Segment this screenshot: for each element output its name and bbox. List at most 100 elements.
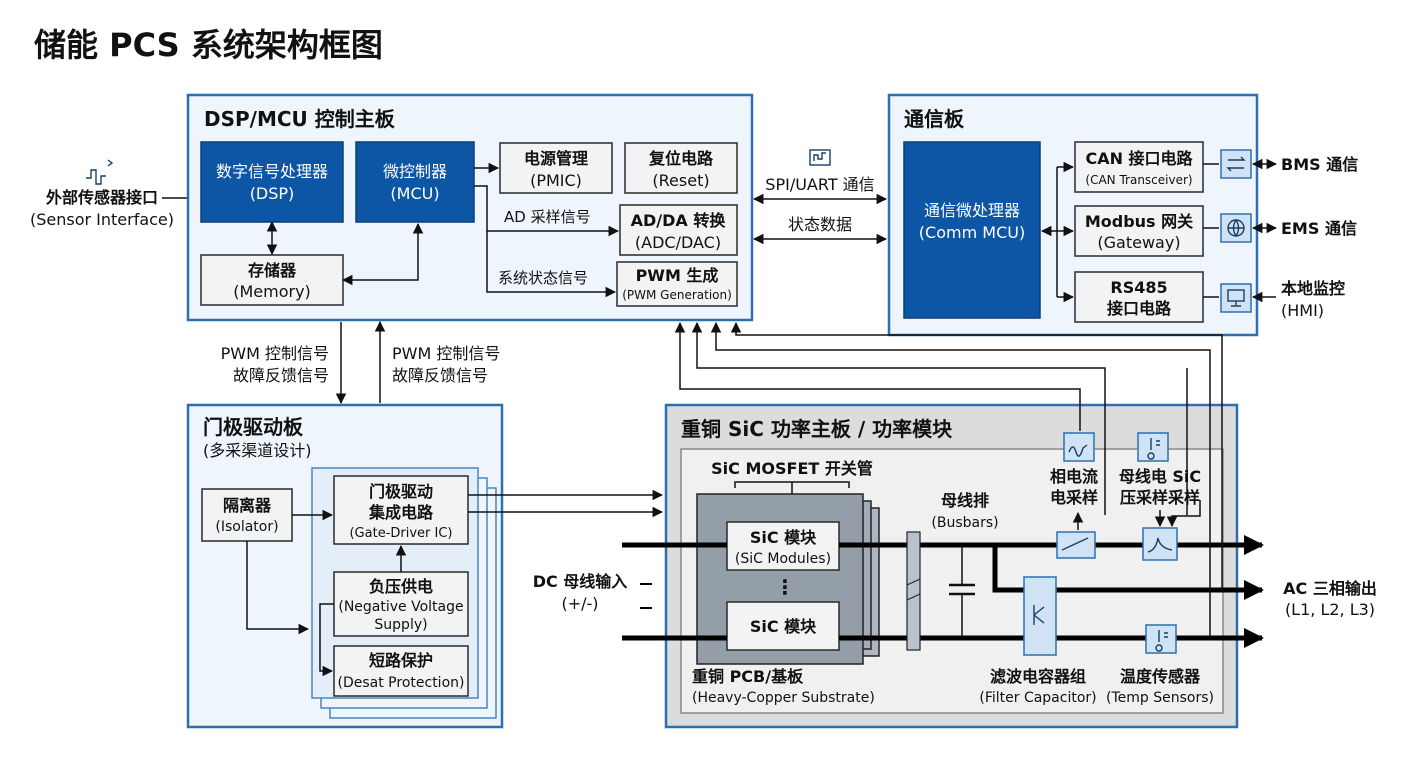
pwm-right-line2: 故障反馈信号 — [392, 366, 488, 385]
current-sense-line1: 相电流 — [1050, 467, 1098, 486]
voltage-sense-line1: 母线电 SiC — [1119, 467, 1201, 486]
comm-mcu-label: 通信微处理器 — [924, 201, 1020, 220]
pmic-block — [499, 142, 613, 194]
hmi-sub: (HMI) — [1281, 301, 1324, 320]
rs485-sub: 接口电路 — [1107, 299, 1172, 318]
isolator-to-desat — [246, 541, 310, 635]
modbus-label: Modbus 网关 — [1085, 212, 1193, 231]
rs485-block — [1074, 271, 1204, 323]
pcb-label: 重铜 PCB/基板 — [692, 667, 804, 686]
dsp-label: 数字信号处理器 — [216, 162, 328, 181]
negative-supply-sub2: Supply) — [374, 617, 427, 633]
dsp-block — [200, 141, 344, 223]
negative-supply-label: 负压供电 — [369, 577, 433, 596]
busbars-label: 母线排 — [941, 491, 989, 510]
page-title: 储能 PCS 系统架构框图 — [34, 26, 383, 64]
adc-label: AD/DA 转换 — [631, 211, 727, 230]
reset-label: 复位电路 — [648, 149, 714, 168]
mcu-block — [355, 141, 475, 223]
isolator-sub: (Isolator) — [215, 519, 278, 535]
gate-driver-sub: (Gate-Driver IC) — [349, 526, 452, 541]
gate-driver-label2: 集成电路 — [368, 503, 434, 522]
pwm-right-line1: PWM 控制信号 — [392, 344, 500, 363]
bms-label: BMS 通信 — [1281, 155, 1358, 174]
sensor-interface-label: 外部传感器接口 — [45, 188, 158, 207]
ems-label: EMS 通信 — [1281, 219, 1357, 238]
can-block — [1074, 141, 1204, 193]
pmic-label: 电源管理 — [524, 149, 588, 168]
negative-supply-sub1: (Negative Voltage — [338, 599, 463, 615]
pwm-sub: (PWM Generation) — [622, 288, 732, 302]
supply-to-desat — [319, 603, 334, 677]
temp-sensor-label: 温度传感器 — [1119, 667, 1201, 686]
status-signal-label: 系统状态信号 — [498, 269, 588, 287]
dc-input-sub: (+/-) — [561, 594, 598, 613]
mcu-sub: (MCU) — [390, 184, 439, 203]
pwm-label: PWM 生成 — [636, 266, 719, 285]
adc-sub: (ADC/DAC) — [635, 233, 721, 252]
sic-module-2-label: SiC 模块 — [750, 617, 817, 636]
isolator-label: 隔离器 — [223, 496, 272, 515]
sic-module-1-label: SiC 模块 — [750, 528, 817, 547]
modbus-block — [1074, 205, 1204, 257]
memory-mcu-link — [341, 222, 424, 286]
mcu-adc-arrow — [474, 185, 620, 237]
status-data-label: 状态数据 — [788, 215, 852, 234]
phase-switch-block — [1056, 531, 1096, 559]
gate-board-subtitle: (多采渠道设计) — [203, 441, 312, 460]
comm-board-title: 通信板 — [904, 107, 965, 131]
desat-label: 短路保护 — [369, 651, 433, 670]
pwm-left-line2: 故障反馈信号 — [233, 366, 329, 385]
pwm-left-line1: PWM 控制信号 — [221, 344, 329, 363]
reset-sub: (Reset) — [652, 171, 709, 190]
filter-label: 滤波电容器组 — [990, 667, 1086, 686]
can-label: CAN 接口电路 — [1085, 149, 1193, 168]
sic-module-1-sub: (SiC Modules) — [735, 551, 831, 567]
reset-block — [624, 142, 738, 194]
monitor-icon — [1220, 283, 1252, 313]
spi-uart-label: SPI/UART 通信 — [765, 175, 874, 194]
globe-icon — [1220, 213, 1252, 243]
dsp-sub: (DSP) — [250, 184, 295, 203]
memory-sub: (Memory) — [233, 282, 311, 301]
current-sense-line2: 电采样 — [1050, 488, 1098, 507]
desat-block — [333, 645, 469, 697]
comm-mcu-block — [903, 141, 1041, 319]
adc-block — [619, 204, 738, 256]
gate-driver-label1: 门极驱动 — [369, 482, 433, 501]
dc-input-label: DC 母线输入 — [533, 572, 628, 591]
pcb-sub: (Heavy-Copper Substrate) — [692, 690, 875, 706]
ac-output-sub: (L1, L2, L3) — [1285, 600, 1375, 619]
sic-module-2 — [726, 601, 840, 651]
voltage-sense-line2: 压采样采样 — [1120, 488, 1200, 507]
modbus-sub: (Gateway) — [1097, 233, 1180, 252]
sensor-interface-sub: (Sensor Interface) — [30, 210, 174, 229]
voltage-sense-pointer-2 — [1166, 500, 1201, 528]
gate-board-title: 门极驱动板 — [203, 415, 304, 439]
comm-mcu-sub: (Comm MCU) — [919, 223, 1025, 242]
temp-feedback-line — [710, 321, 1211, 638]
memory-label: 存储器 — [248, 261, 297, 280]
sic-module-1 — [726, 521, 840, 571]
desat-sub: (Desat Protection) — [338, 675, 465, 691]
can-sub: (CAN Transceiver) — [1085, 173, 1192, 187]
temp-sensor-sub: (Temp Sensors) — [1106, 690, 1214, 706]
pmic-sub: (PMIC) — [530, 171, 582, 190]
hmi-label: 本地监控 — [1281, 279, 1345, 298]
mosfet-label: SiC MOSFET 开关管 — [711, 459, 873, 478]
gate-driver-block — [333, 475, 469, 545]
filter-sub: (Filter Capacitor) — [979, 690, 1096, 706]
temp-sensor-icon — [1145, 624, 1177, 654]
mcu-pwm-arrow — [486, 231, 617, 298]
filter-capacitor-block — [1023, 576, 1057, 656]
memory-block — [200, 254, 344, 306]
arrows-exchange-icon — [1220, 149, 1252, 179]
mcu-label: 微控制器 — [383, 162, 447, 181]
sic-module-dots: ⋮ — [775, 575, 795, 599]
voltage-feedback-line — [691, 321, 1106, 515]
ad-signal-label: AD 采样信号 — [504, 208, 591, 226]
current-feedback-line — [674, 321, 1081, 431]
busbars-sub: (Busbars) — [931, 515, 998, 531]
ac-output-label: AC 三相输出 — [1283, 579, 1377, 598]
